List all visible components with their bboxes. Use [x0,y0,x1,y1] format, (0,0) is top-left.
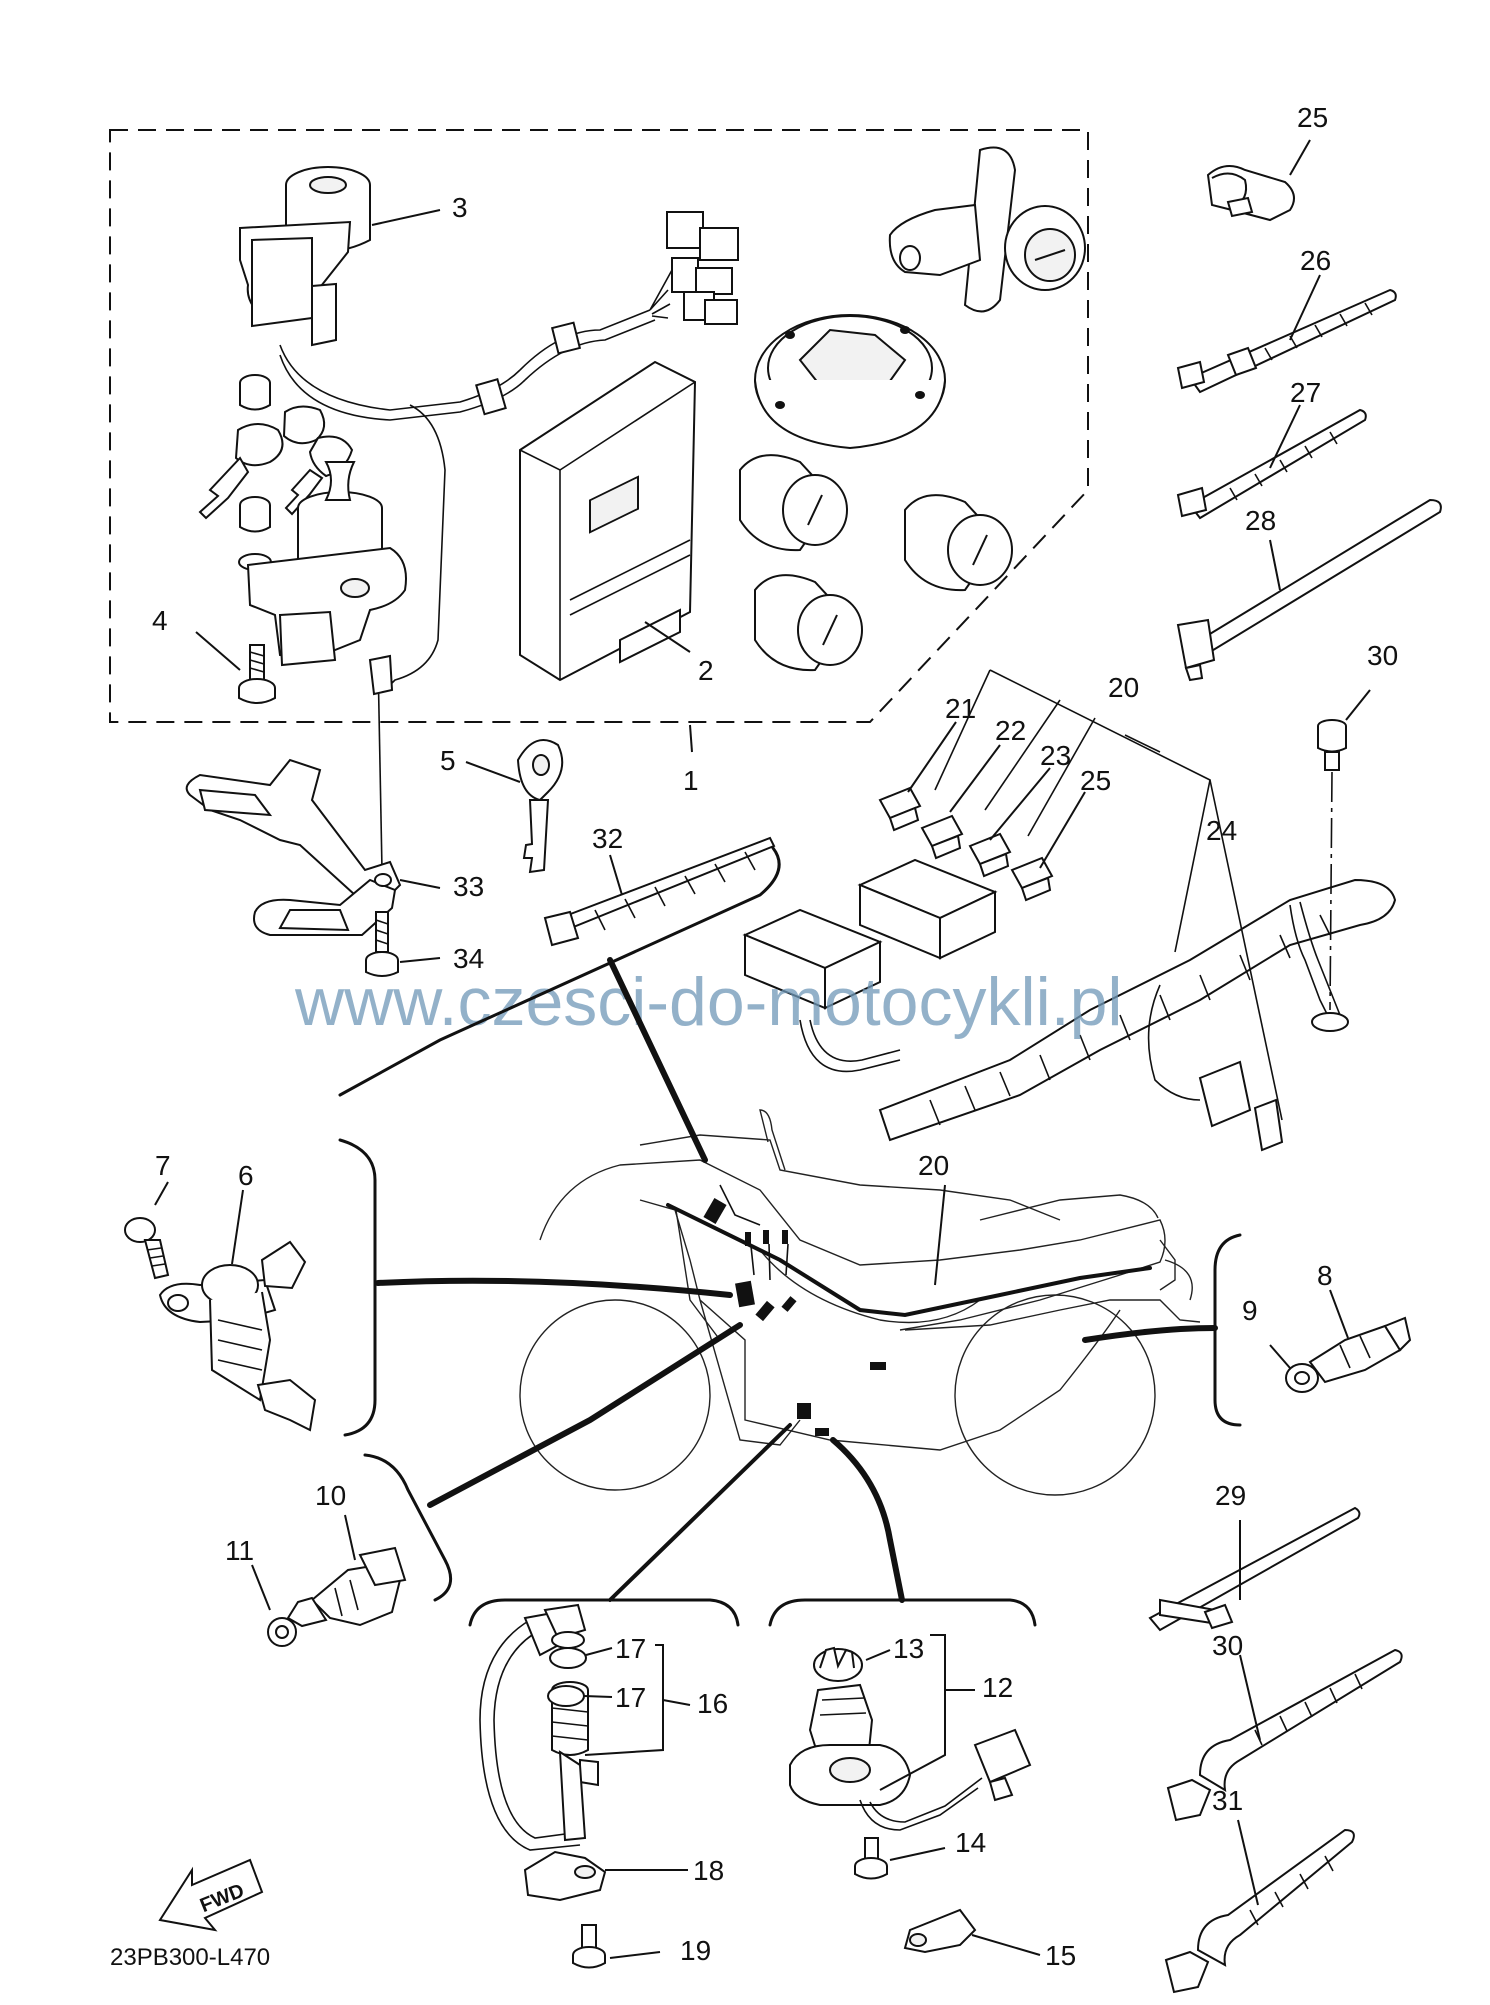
main-switch-part [239,166,739,691]
callout-4: 4 [152,605,168,636]
bolt-19-part [572,1924,606,1969]
frame-mid-right [768,1598,1037,1627]
sensor-8-part [1308,1316,1412,1384]
callout-11: 11 [225,1535,254,1566]
lock-cylinders [739,454,1013,672]
sensor-6-part [158,1240,317,1432]
frame-left-bottom [363,1453,453,1602]
washer-11-part [267,1617,297,1647]
callout-12: 12 [982,1672,1013,1703]
bolt-4-part [238,644,276,704]
o-rings-17 [547,1647,587,1707]
callout-25: 25 [1080,765,1111,796]
screw-26-part [1317,719,1347,771]
fuel-cap-part [754,314,946,450]
ecu-part [519,360,697,682]
motorcycle-outline [519,1109,1193,1496]
tie-line [377,659,383,871]
callout-21: 21 [945,693,976,724]
callout-32: 30 [1212,1630,1243,1661]
callout-16: 16 [697,1688,728,1719]
callout-13: 13 [893,1633,924,1664]
clamp-15-part [903,1908,977,1954]
switch-10-part [286,1546,407,1628]
fuse-parts [878,786,1054,902]
cable-tie-33-part [1164,1828,1355,1994]
callout-6: 6 [238,1160,254,1191]
callout-5: 5 [440,745,456,776]
frame-right [1213,1233,1242,1427]
callout-3: 3 [452,192,468,223]
callout-27: 25 [1297,102,1328,133]
callout-18: 18 [693,1855,724,1886]
callout-26: 30 [1367,640,1398,671]
seat-lock-part [888,146,1086,313]
frame-mid-left [468,1598,740,1627]
callout-29: 27 [1290,377,1321,408]
cable-tie-29-part [1176,408,1367,520]
callout-7: 7 [155,1150,171,1181]
leader-left [375,1277,733,1298]
callout-30: 28 [1245,505,1276,536]
cable-tie-32-part [1166,1648,1403,1822]
sensor-16-part [479,1603,607,1902]
callout-15: 15 [1045,1940,1076,1971]
callout-23: 23 [1040,740,1071,771]
callout-10: 10 [315,1480,346,1511]
sensor-12-part [789,1646,1032,1831]
callout-9: 9 [1242,1295,1258,1326]
callout-24: 24 [1206,815,1237,846]
callout-36: 34 [453,943,484,974]
harness-on-bike [666,1203,1152,1318]
diagram-part-number: 23PB300-L470 [110,1944,270,1971]
cable-tie-31-part [1148,1506,1361,1632]
leader-bottom-left [427,1322,743,1508]
callout-20-top: 20 [1108,672,1139,703]
key-set [198,405,354,520]
callout-28: 26 [1300,245,1331,276]
clip-27-part [1206,165,1295,222]
leader-mid-left [608,1423,792,1602]
callout-17-b: 17 [615,1682,646,1713]
relay-boxes [742,858,998,1010]
callout-17-a: 17 [615,1633,646,1664]
bolt-14-part [854,1837,888,1880]
steering-lock-part [246,461,407,667]
callout-34: 32 [592,823,623,854]
bracket-35-part [185,758,402,936]
screw-7-part [124,1217,170,1280]
washer-9-part [1285,1363,1319,1393]
callout-2: 2 [698,655,714,686]
callout-14: 14 [955,1827,986,1858]
leader-right [1082,1325,1218,1343]
callout-31: 29 [1215,1480,1246,1511]
callout-20-bike: 20 [918,1150,949,1181]
kit-boundary [109,129,1089,723]
key-5-part [516,739,564,874]
bolt-36-part [365,911,399,977]
watermark-text: www.czesci-do-motocykli.pl [294,964,1123,1040]
callout-33: 31 [1212,1785,1243,1816]
frame-top [338,846,781,1097]
leader-top [607,957,708,1163]
cable-tie-30-part [1176,498,1442,682]
callout-22: 22 [995,715,1026,746]
leader-mid-right [830,1437,905,1603]
cable-tie-34-part [543,836,776,947]
callout-8: 8 [1317,1260,1333,1291]
cable-tie-28-part [1176,288,1397,394]
frame-left-top [338,1138,377,1437]
wire-harness-part [799,878,1397,1152]
fwd-arrow: FWD [158,1858,264,1932]
callout-1: 1 [683,765,699,796]
callout-19: 19 [680,1935,711,1966]
callout-35: 33 [453,871,484,902]
